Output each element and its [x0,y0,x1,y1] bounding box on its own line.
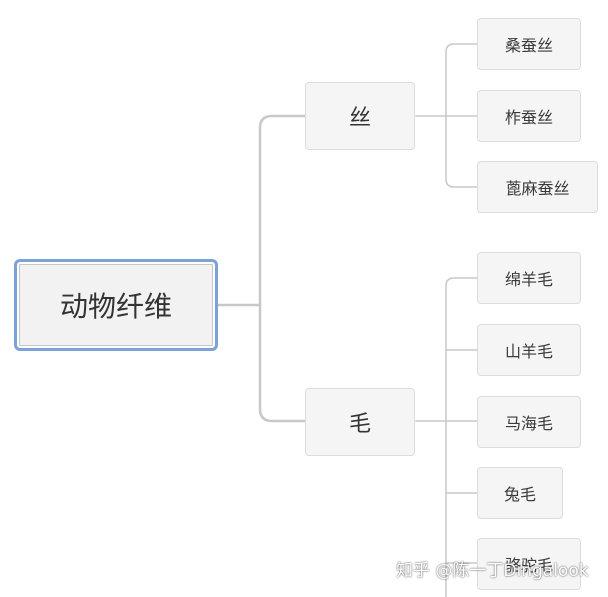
leaf-node-rabbit-hair[interactable]: 兔毛 [477,467,563,519]
leaf-node-label: 绵羊毛 [504,270,553,289]
watermark: 知乎 @陈一丁Dingalook [396,561,589,581]
leaf-node-label: 柞蚕丝 [504,108,553,127]
branch-node-wool[interactable]: 毛 [305,388,415,456]
leaf-node-label: 兔毛 [503,485,536,504]
leaf-node-camel-hair[interactable]: 骆驼毛 [477,538,581,590]
leaf-node-label: 桑蚕丝 [504,36,553,55]
branch-node-label: 丝 [348,106,371,131]
leaf-node-tussah-silk[interactable]: 柞蚕丝 [477,90,581,142]
connector-spine [258,114,307,423]
leaf-node-sheep-wool[interactable]: 绵羊毛 [477,252,581,304]
leaf-node-mohair[interactable]: 马海毛 [477,396,581,448]
leaf-node-label: 蓖麻蚕丝 [505,179,570,198]
leaf-node-eri-silk[interactable]: 蓖麻蚕丝 [477,161,598,213]
leaf-node-label: 山羊毛 [504,342,553,361]
root-node-label: 动物纤维 [59,290,172,323]
root-node[interactable]: 动物纤维 [14,259,218,351]
connector-wool-bracket [445,277,478,597]
leaf-node-label: 骆驼毛 [504,556,553,575]
branch-node-silk[interactable]: 丝 [305,82,415,150]
branch-node-label: 毛 [348,412,371,437]
leaf-node-goat-hair[interactable]: 山羊毛 [477,324,581,376]
leaf-node-label: 马海毛 [504,414,553,433]
leaf-node-mulberry-silk[interactable]: 桑蚕丝 [477,18,581,70]
